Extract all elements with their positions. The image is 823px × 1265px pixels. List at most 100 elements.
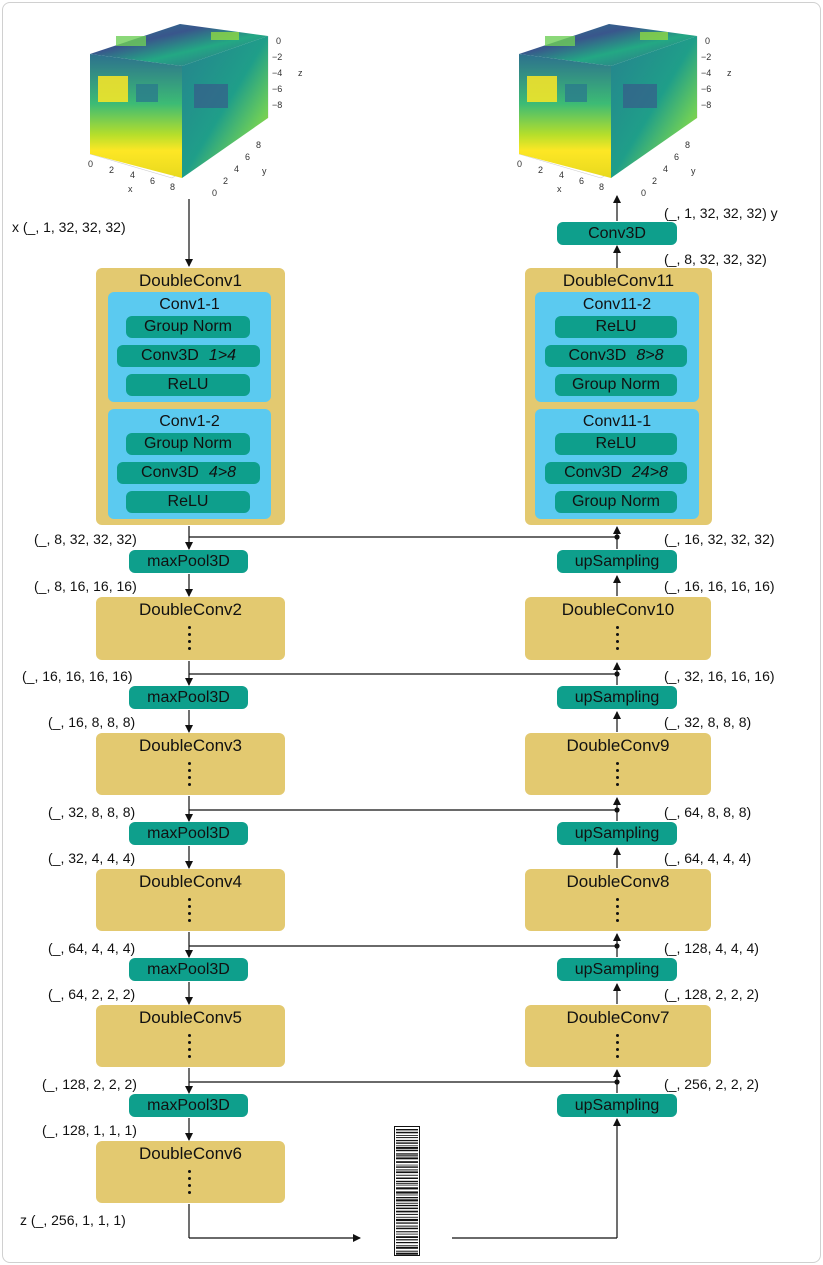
latent-shape-label: z (_, 256, 1, 1, 1) (20, 1212, 126, 1228)
shape-label: (_, 16, 16, 16, 16) (664, 578, 775, 594)
relu-op: ReLU (126, 374, 250, 396)
barcode-stripe (396, 1199, 418, 1202)
y-tick-label: 0 (641, 188, 646, 198)
barcode-stripe (396, 1169, 418, 1171)
barcode-stripe (396, 1216, 418, 1218)
barcode-stripe (396, 1174, 418, 1176)
conv3d-label: Conv3D (568, 347, 627, 364)
z-tick-label: −4 (272, 68, 282, 78)
barcode-stripe (396, 1210, 418, 1213)
barcode-stripe (396, 1184, 418, 1186)
barcode-stripe (396, 1180, 418, 1183)
conv3d-op: Conv3D 4>8 (117, 462, 260, 484)
barcode-stripe (396, 1177, 418, 1179)
conv3d-op: Conv3D 24>8 (545, 462, 687, 484)
barcode-stripe (396, 1202, 418, 1204)
conv3d-label: Conv3D (141, 464, 199, 481)
double-conv6-title: DoubleConv6 (138, 1144, 242, 1163)
output-volume-plot: 0 2 4 6 8 x 0 2 4 6 8 y 0 −2 −4 −6 −8 z (517, 24, 732, 198)
latent-vector-barcode (394, 1126, 420, 1256)
barcode-stripe (396, 1194, 418, 1196)
x-tick-label: 6 (579, 176, 584, 186)
barcode-stripe (396, 1250, 418, 1252)
group-norm-op: Group Norm (126, 433, 250, 455)
ellipsis-icon (188, 762, 192, 790)
barcode-stripe (396, 1222, 418, 1224)
maxpool3d-op: maxPool3D (129, 550, 248, 573)
channel-label: 8>8 (636, 347, 664, 364)
double-conv5-title: DoubleConv5 (138, 1008, 242, 1027)
barcode-stripe (396, 1183, 418, 1185)
y-axis-label: y (262, 166, 267, 176)
upsampling-op: upSampling (557, 822, 677, 845)
x-tick-label: 4 (130, 170, 135, 180)
maxpool3d-op: maxPool3D (129, 686, 248, 709)
y-tick-label: 8 (256, 140, 261, 150)
barcode-stripe (396, 1166, 418, 1168)
z-tick-label: −2 (701, 52, 711, 62)
ellipsis-icon (188, 626, 192, 654)
conv3d-label: Conv3D (564, 464, 622, 481)
barcode-stripe (396, 1218, 418, 1222)
y-tick-label: 6 (245, 152, 250, 162)
y-tick-label: 2 (652, 176, 657, 186)
z-tick-label: 0 (705, 36, 710, 46)
upsampling-op: upSampling (557, 1094, 677, 1117)
shape-label: (_, 16, 16, 16, 16) (22, 668, 133, 684)
channel-label: 24>8 (631, 464, 668, 481)
double-conv4-title: DoubleConv4 (138, 872, 242, 891)
barcode-stripe (396, 1225, 418, 1227)
y-tick-label: 8 (685, 140, 690, 150)
x-tick-label: 0 (88, 159, 93, 169)
relu-op: ReLU (555, 316, 677, 338)
z-axis-label: z (298, 68, 303, 78)
upsampling-op: upSampling (557, 958, 677, 981)
shape-label: (_, 256, 2, 2, 2) (664, 1076, 759, 1092)
shape-label: (_, 16, 8, 8, 8) (48, 714, 136, 730)
conv3d-label: Conv3D (141, 347, 199, 364)
barcode-stripe (396, 1246, 418, 1249)
barcode-stripe (396, 1146, 418, 1149)
barcode-stripe (396, 1157, 418, 1160)
barcode-stripe (396, 1137, 418, 1139)
shape-label: (_, 32, 4, 4, 4) (48, 850, 136, 866)
conv11-2-title: Conv11-2 (582, 296, 652, 313)
shape-label: (_, 8, 32, 32, 32) (664, 251, 767, 267)
conv1-1-title: Conv1-1 (159, 296, 220, 313)
conv3d-op: Conv3D 8>8 (545, 345, 687, 367)
barcode-stripe (396, 1155, 418, 1157)
double-conv1-title: DoubleConv1 (138, 271, 242, 290)
barcode-stripe (396, 1233, 418, 1235)
barcode-stripe (396, 1142, 418, 1144)
double-conv8-title: DoubleConv8 (566, 872, 670, 891)
x-tick-label: 4 (559, 170, 564, 180)
shape-label: (_, 64, 8, 8, 8) (664, 804, 752, 820)
shape-label: (_, 64, 4, 4, 4) (48, 940, 136, 956)
conv3d-op: Conv3D 1>4 (117, 345, 260, 367)
input-volume-plot: 0 2 4 6 8 x 0 2 4 6 8 y 0 −2 −4 −6 −8 z (88, 24, 303, 198)
shape-label: (_, 16, 32, 32, 32) (664, 531, 775, 547)
channel-label: 1>4 (208, 347, 236, 364)
conv1-2-title: Conv1-2 (159, 413, 220, 430)
ellipsis-icon (188, 1034, 192, 1062)
channel-label: 4>8 (208, 464, 236, 481)
ellipsis-icon (616, 898, 620, 926)
shape-label: (_, 64, 2, 2, 2) (48, 986, 136, 1002)
barcode-stripe (396, 1252, 418, 1255)
barcode-stripe (396, 1161, 418, 1163)
double-conv2-title: DoubleConv2 (138, 600, 242, 619)
maxpool3d-op: maxPool3D (129, 822, 248, 845)
final-conv3d-op: Conv3D (557, 222, 677, 245)
double-conv3-title: DoubleConv3 (138, 736, 242, 755)
barcode-stripe (396, 1191, 418, 1194)
y-tick-label: 4 (663, 164, 668, 174)
barcode-stripe (396, 1239, 418, 1241)
x-tick-label: 6 (150, 176, 155, 186)
y-tick-label: 2 (223, 176, 228, 186)
shape-label: (_, 128, 1, 1, 1) (42, 1122, 137, 1138)
z-tick-label: −6 (701, 84, 711, 94)
x-tick-label: 0 (517, 159, 522, 169)
group-norm-op: Group Norm (555, 374, 677, 396)
